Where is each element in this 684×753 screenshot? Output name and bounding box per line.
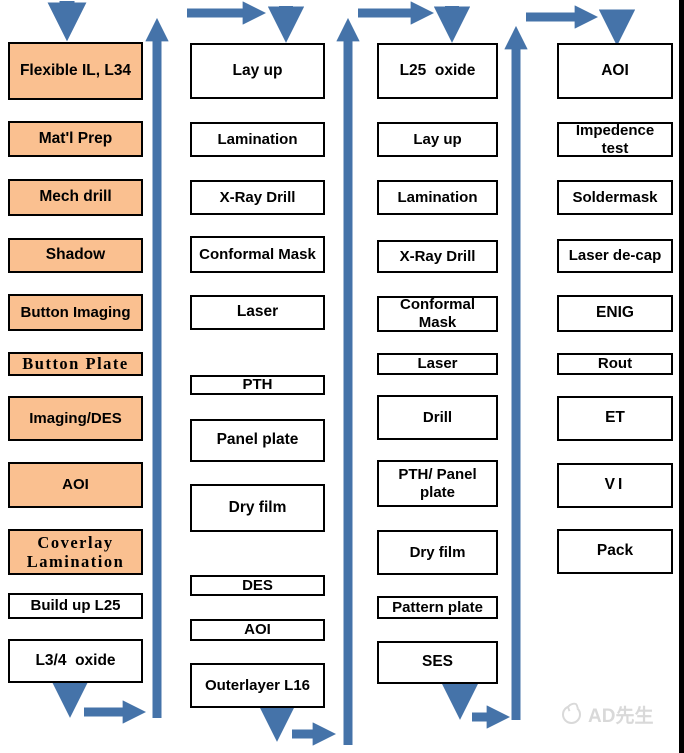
- watermark-text: AD先生: [588, 706, 654, 727]
- flow-step-label: Conformal Mask: [199, 245, 316, 263]
- flow-step-label: Laser de-cap: [568, 247, 662, 265]
- flow-step: Rout: [557, 353, 673, 375]
- flow-step: Button Plate: [8, 352, 143, 376]
- flow-step: Mech drill: [8, 179, 143, 216]
- flow-step-label: Mat'l Prep: [38, 129, 113, 147]
- flow-step-label: Button Plate: [22, 354, 129, 374]
- flow-step: Lay up: [377, 122, 498, 157]
- image-right-border: [679, 0, 684, 753]
- flow-step: Outerlayer L16: [190, 663, 325, 708]
- flow-step-label: AOI: [244, 621, 271, 639]
- flow-step-label: Dry film: [409, 543, 466, 561]
- flow-step-label: Conformal Mask: [400, 296, 480, 331]
- flow-step-label: Coverlay Lamination: [26, 532, 125, 571]
- flow-step: L3/4 oxide: [8, 639, 143, 683]
- flow-step: Build up L25: [8, 593, 143, 619]
- process-column-3: L25 oxide Lay up Lamination X-Ray Drill …: [377, 43, 498, 684]
- flow-step: Pack: [557, 529, 673, 574]
- flow-step: ENIG: [557, 295, 673, 332]
- flow-step-label: Lay up: [232, 61, 283, 79]
- watermark: AD先生: [562, 701, 653, 728]
- flow-step-label: ENIG: [596, 304, 634, 322]
- flow-step: X-Ray Drill: [377, 240, 498, 273]
- flow-step-label: Outerlayer L16: [204, 676, 311, 694]
- flow-step-label: Laser: [417, 355, 458, 373]
- flow-step: AOI: [557, 43, 673, 99]
- flow-step: Dry film: [377, 530, 498, 575]
- flow-step-label: Dry film: [228, 498, 287, 516]
- flow-step-label: AOI: [62, 476, 89, 494]
- flow-step: Lamination: [377, 180, 498, 215]
- flow-step: Pattern plate: [377, 596, 498, 619]
- flow-step-label: VI: [604, 476, 626, 494]
- flow-step: Conformal Mask: [377, 296, 498, 332]
- flow-step: Conformal Mask: [190, 236, 325, 273]
- flow-step: PTH/ Panel plate: [377, 460, 498, 507]
- flow-step: X-Ray Drill: [190, 180, 325, 215]
- flow-step: Panel plate: [190, 419, 325, 462]
- flow-step-label: Lay up: [413, 130, 462, 148]
- flow-step: Imaging/DES: [8, 396, 143, 441]
- flow-step-label: ET: [605, 409, 625, 427]
- flow-step-label: SES: [421, 653, 453, 671]
- flow-step-label: Button Imaging: [20, 303, 131, 321]
- flow-step: Drill: [377, 395, 498, 440]
- flow-step-label: L3/4 oxide: [35, 651, 116, 669]
- flow-step: Lay up: [190, 43, 325, 99]
- flow-step-label: Shadow: [45, 246, 106, 264]
- flow-step: Soldermask: [557, 180, 673, 215]
- flow-step: VI: [557, 463, 673, 508]
- flow-step: Lamination: [190, 122, 325, 157]
- flow-step: ET: [557, 396, 673, 441]
- flow-step-label: AOI: [601, 61, 629, 79]
- flow-step: Flexible IL, L34: [8, 42, 143, 100]
- flow-step: Laser de-cap: [557, 239, 673, 273]
- flow-step: AOI: [8, 462, 143, 508]
- flow-step: Impedence test: [557, 122, 673, 157]
- flow-step-label: Build up L25: [30, 597, 121, 615]
- process-column-4: AOI Impedence test Soldermask Laser de-c…: [557, 43, 673, 574]
- flow-step: SES: [377, 641, 498, 684]
- flow-step: Laser: [190, 295, 325, 330]
- flow-step-label: Pack: [596, 542, 634, 560]
- flow-step-label: X-Ray Drill: [219, 188, 296, 206]
- flow-step-label: DES: [242, 576, 273, 594]
- flow-step-label: Drill: [422, 408, 453, 426]
- flow-step: AOI: [190, 619, 325, 641]
- flow-step: Button Imaging: [8, 294, 143, 331]
- flow-step: DES: [190, 575, 325, 596]
- flow-step: Coverlay Lamination: [8, 529, 143, 575]
- flow-step-label: Mech drill: [39, 188, 112, 206]
- flow-step: L25 oxide: [377, 43, 498, 99]
- flow-step-label: Laser: [236, 303, 279, 321]
- wechat-account-icon: [562, 705, 581, 724]
- flow-step: Laser: [377, 353, 498, 375]
- flow-step-label: Flexible IL, L34: [19, 61, 132, 79]
- flow-step-label: Rout: [597, 355, 633, 373]
- flow-step: PTH: [190, 375, 325, 395]
- flow-step-label: Imaging/DES: [29, 409, 122, 427]
- flow-step-label: L25 oxide: [399, 61, 476, 79]
- flow-step-label: Impedence test: [575, 121, 659, 157]
- flow-step-label: Lamination: [217, 130, 298, 148]
- flow-step: Shadow: [8, 238, 143, 273]
- flow-step-label: Panel plate: [216, 431, 299, 449]
- flow-step-label: X-Ray Drill: [399, 247, 476, 265]
- flow-step: Dry film: [190, 484, 325, 532]
- flow-step-label: PTH: [242, 376, 273, 394]
- flow-step-label: PTH/ Panel plate: [398, 465, 481, 501]
- flow-step-label: Soldermask: [572, 188, 658, 206]
- process-column-2: Lay up Lamination X-Ray Drill Conformal …: [190, 43, 325, 708]
- flow-step: Mat'l Prep: [8, 121, 143, 157]
- flow-step-label: Lamination: [397, 188, 478, 206]
- flow-step-label: Pattern plate: [392, 598, 483, 616]
- process-column-1: Flexible IL, L34 Mat'l Prep Mech drill S…: [8, 42, 143, 683]
